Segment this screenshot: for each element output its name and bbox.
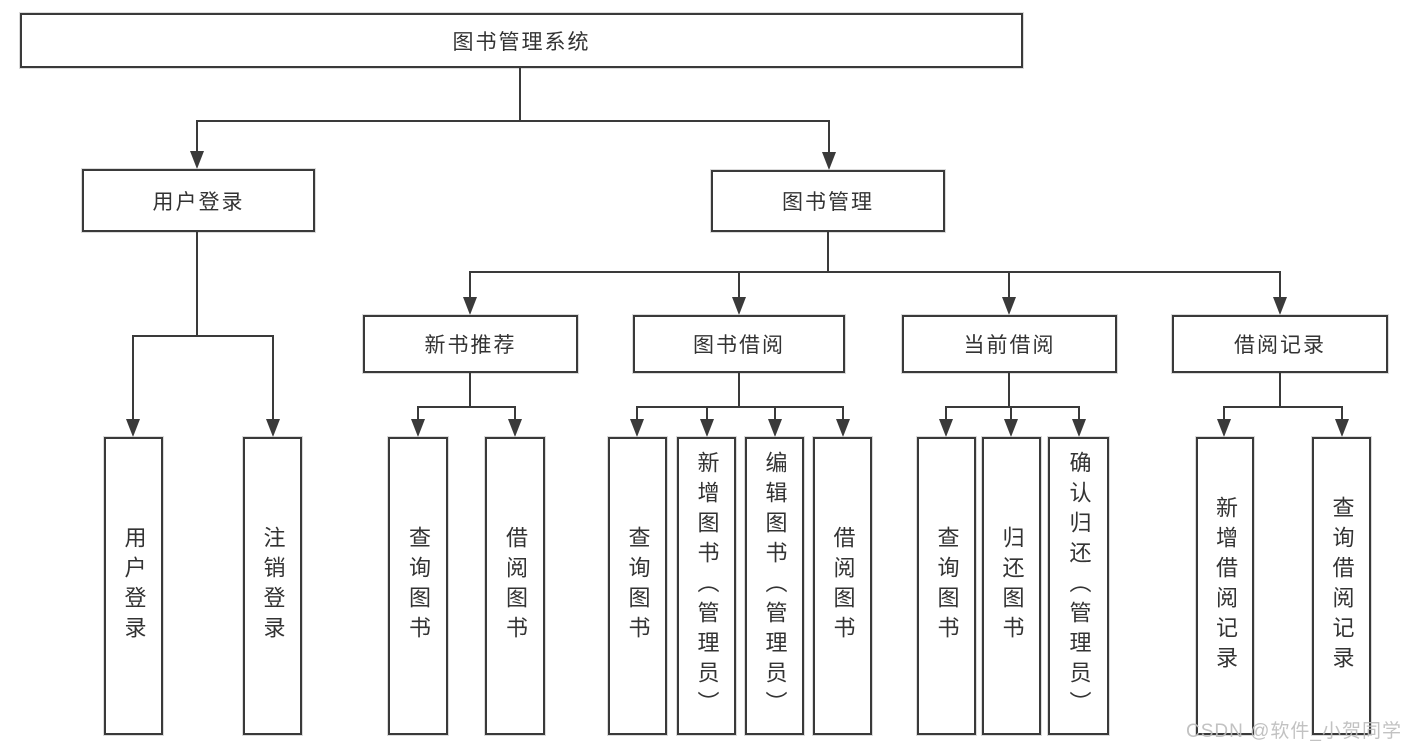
connector-trunk [469,373,471,407]
leaf-label: 注销登录 [260,526,286,646]
node-label: 新书推荐 [424,334,517,357]
arrow-down-icon [1335,419,1349,437]
arrow-down-icon [700,419,714,437]
leaf-label: 新增借阅记录 [1213,496,1238,676]
node-label: 图书管理系统 [452,30,591,54]
connector-to-book-borrow [738,271,740,298]
connector-to-leaf [842,406,844,420]
arrow-down-icon [463,297,477,315]
node-new-book-recommend: 新书推荐 [363,315,578,373]
connector-to-leaf [272,335,274,420]
leaf-label: 编辑图书（管理员） [762,451,788,721]
leaf-label: 查询图书 [625,526,651,646]
leaf-label: 借阅图书 [830,526,856,646]
arrow-down-icon [836,419,850,437]
node-label: 图书管理 [782,191,874,214]
connector-to-leaf [417,406,419,420]
leaf-borrow-books: 借阅图书 [813,437,872,735]
connector-horizontal [1223,406,1343,408]
connector-trunk [1279,373,1281,407]
connector-to-leaf [945,406,947,420]
arrow-down-icon [1002,297,1016,315]
leaf-label: 查询图书 [934,526,960,646]
connector-to-leaf [774,406,776,420]
node-book-borrowing: 图书借阅 [633,315,845,373]
leaf-borrow-books-recommend: 借阅图书 [485,437,545,735]
arrow-down-icon [126,419,140,437]
leaf-edit-books-admin: 编辑图书（管理员） [745,437,804,735]
connector-to-leaf [1223,406,1225,420]
node-label: 借阅记录 [1234,334,1326,357]
arrow-down-icon [768,419,782,437]
connector-book-management-horizontal [469,271,1281,273]
arrow-down-icon [732,297,746,315]
leaf-query-books-borrowing: 查询图书 [608,437,667,735]
leaf-label: 查询借阅记录 [1329,496,1355,676]
leaf-label: 确认归还（管理员） [1066,451,1092,721]
leaf-logout: 注销登录 [243,437,302,735]
arrow-down-icon [939,419,953,437]
arrow-down-icon [190,151,204,169]
arrow-down-icon [822,152,836,170]
arrow-down-icon [1273,297,1287,315]
connector-trunk [1008,373,1010,407]
connector-to-new-book [469,271,471,298]
connector-to-leaf [514,406,516,420]
connector-book-management-trunk [827,232,829,272]
node-label: 图书借阅 [693,334,785,357]
connector-to-borrow-record [1279,271,1281,298]
connector-to-leaf [1010,406,1012,420]
connector-to-leaf [706,406,708,420]
leaf-query-borrow-record: 查询借阅记录 [1312,437,1371,735]
connector-root-trunk [519,68,521,121]
node-current-borrowing: 当前借阅 [902,315,1117,373]
leaf-label: 用户登录 [121,526,147,646]
connector-to-current-borrow [1008,271,1010,298]
leaf-query-books-recommend: 查询图书 [388,437,448,735]
node-library-management-system: 图书管理系统 [20,13,1023,68]
node-borrowing-records: 借阅记录 [1172,315,1388,373]
connector-horizontal [945,406,1080,408]
connector-horizontal [636,406,844,408]
leaf-user-login: 用户登录 [104,437,163,735]
connector-to-leaf [1341,406,1343,420]
arrow-down-icon [508,419,522,437]
connector-to-book-management [828,120,830,152]
connector-to-leaf [636,406,638,420]
connector-horizontal [417,406,516,408]
leaf-return-books: 归还图书 [982,437,1041,735]
arrow-down-icon [630,419,644,437]
leaf-add-books-admin: 新增图书（管理员） [677,437,736,735]
leaf-label: 借阅图书 [503,526,528,646]
connector-user-login-horizontal [132,335,274,337]
arrow-down-icon [411,419,425,437]
leaf-query-books-current: 查询图书 [917,437,976,735]
leaf-label: 归还图书 [999,526,1025,646]
node-label: 当前借阅 [963,334,1056,357]
connector-to-leaf [1078,406,1080,420]
csdn-watermark: CSDN @软件_小贺同学 [1186,721,1402,742]
leaf-add-borrow-record: 新增借阅记录 [1196,437,1254,735]
connector-root-horizontal [197,120,830,122]
arrow-down-icon [1072,419,1086,437]
arrow-down-icon [266,419,280,437]
node-user-login: 用户登录 [82,169,315,232]
node-book-management: 图书管理 [711,170,945,232]
connector-trunk [738,373,740,407]
connector-to-leaf [132,335,134,420]
arrow-down-icon [1217,419,1231,437]
leaf-label: 新增图书（管理员） [694,451,720,721]
leaf-confirm-return-admin: 确认归还（管理员） [1048,437,1109,735]
node-label: 用户登录 [152,190,245,214]
connector-user-login-trunk [196,232,198,336]
leaf-label: 查询图书 [406,526,431,646]
connector-to-user-login [196,120,198,152]
arrow-down-icon [1004,419,1018,437]
